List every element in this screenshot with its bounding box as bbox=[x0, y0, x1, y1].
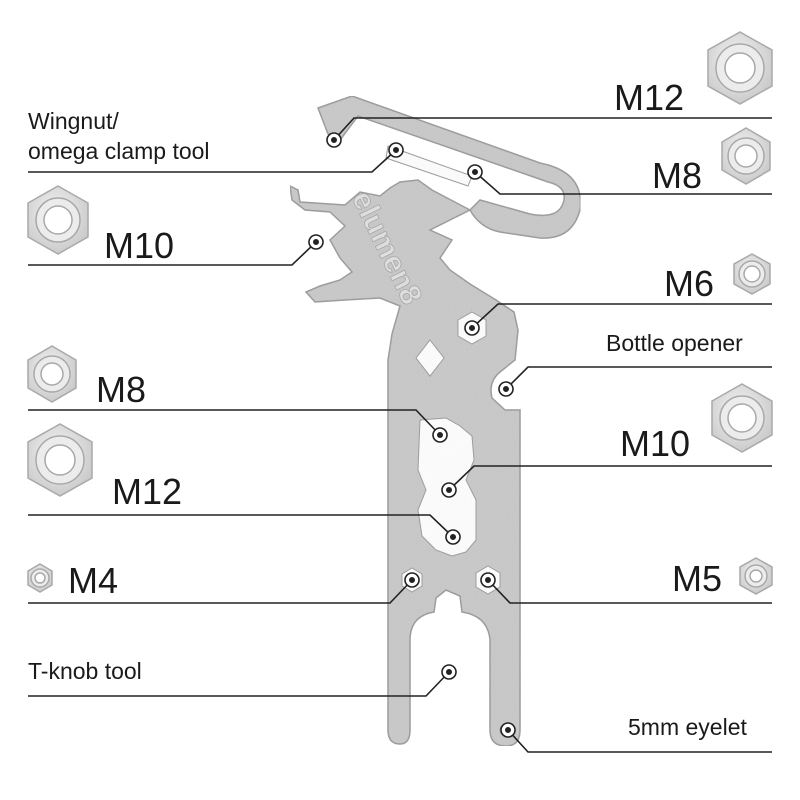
diamond-cutout bbox=[415, 339, 445, 377]
leader-lines bbox=[28, 117, 772, 753]
nut-m10-right-icon bbox=[711, 383, 773, 453]
label-m6: M6 bbox=[664, 263, 715, 304]
nut-m12-left-icon bbox=[27, 423, 93, 497]
nut-m10-left-icon bbox=[27, 185, 89, 255]
label-m10-right: M10 bbox=[620, 423, 691, 464]
label-m8-left: M8 bbox=[96, 369, 147, 410]
label-wingnut-line2: omega clamp tool bbox=[28, 138, 210, 164]
label-m12-left: M12 bbox=[112, 471, 183, 512]
label-m5: M5 bbox=[672, 558, 723, 599]
nut-m4-icon bbox=[27, 563, 53, 593]
label-m4: M4 bbox=[68, 560, 119, 601]
nut-m12-top-icon bbox=[707, 31, 773, 105]
callout-dots bbox=[308, 132, 516, 738]
label-m8-top: M8 bbox=[652, 155, 703, 196]
label-t-knob-tool: T-knob tool bbox=[28, 658, 142, 684]
nut-m8-left-icon bbox=[27, 345, 77, 403]
nut-m5-icon bbox=[739, 557, 773, 595]
slot-cutout bbox=[385, 145, 473, 187]
label-wingnut-clamp-tool: Wingnut/ omega clamp tool bbox=[28, 106, 210, 166]
hex-nut-icons bbox=[27, 31, 773, 595]
nut-m6-icon bbox=[733, 253, 771, 295]
nut-m8-top-icon bbox=[721, 127, 771, 185]
label-m10-left: M10 bbox=[104, 225, 175, 266]
label-wingnut-line1: Wingnut/ bbox=[28, 108, 119, 134]
label-bottle-opener: Bottle opener bbox=[606, 330, 743, 356]
label-5mm-eyelet: 5mm eyelet bbox=[628, 714, 747, 740]
label-m12-top: M12 bbox=[614, 77, 685, 118]
